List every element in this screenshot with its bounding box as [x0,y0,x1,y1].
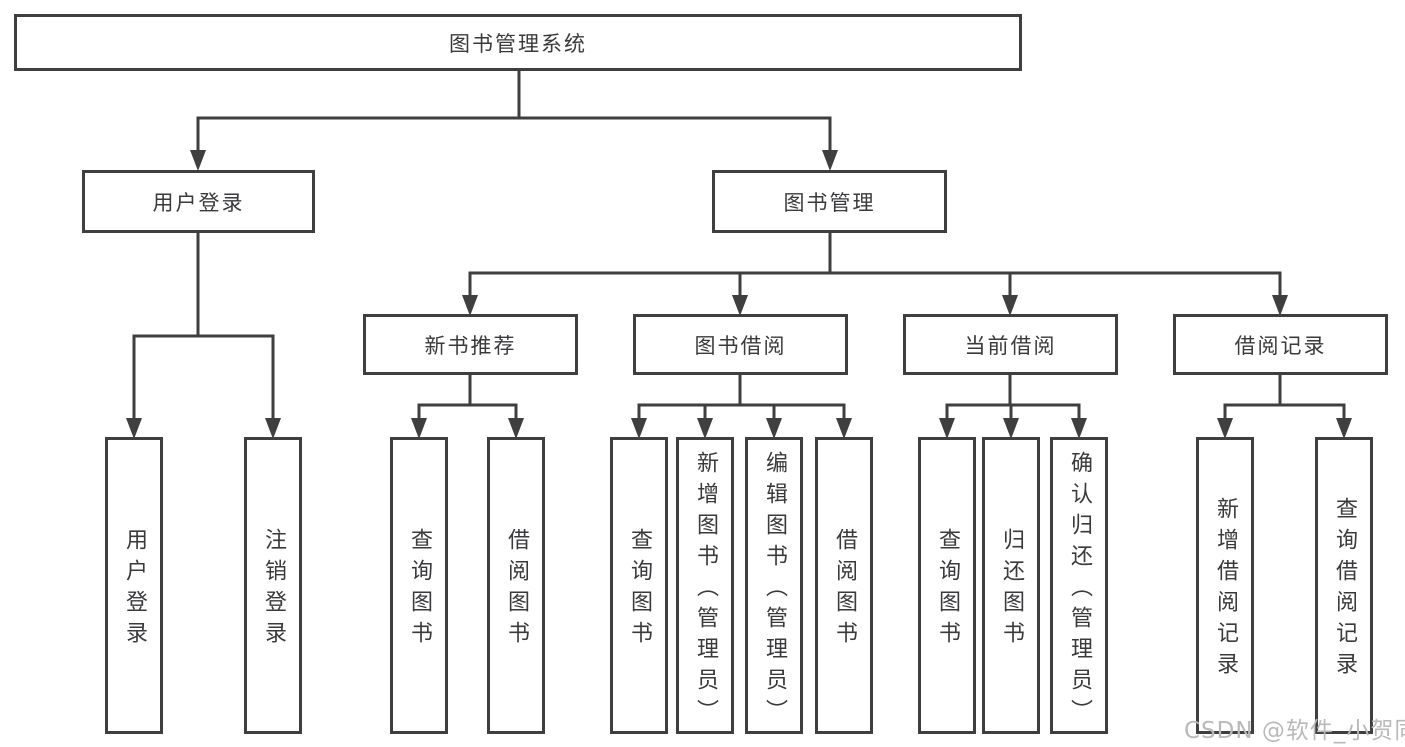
node-label: 图书管理系统 [449,31,587,56]
leaf-edit-book-admin: 编辑图书（管理员） [745,437,803,734]
leaf-logout: 注销登录 [244,437,302,734]
node-label: 用户登录 [122,528,147,652]
node-label: 新增图书（管理员） [693,450,718,730]
node-label: 新书推荐 [424,333,517,358]
node-book-borrowing: 图书借阅 [633,314,848,375]
leaf-add-book-admin: 新增图书（管理员） [676,437,734,734]
node-label: 用户登录 [152,190,245,215]
node-current-borrowing: 当前借阅 [903,314,1118,375]
leaf-query-borrow-record: 查询借阅记录 [1315,437,1373,734]
node-label: 当前借阅 [964,333,1057,358]
node-label: 图书管理 [783,190,876,215]
node-label: 注销登录 [261,528,286,652]
leaf-user-login: 用户登录 [105,437,163,734]
leaf-borrow-books-recommend: 借阅图书 [487,437,545,734]
csdn-watermark: CSDN @软件_小贺同学 [1184,718,1405,744]
node-label: 查询图书 [627,528,652,652]
node-label: 新增借阅记录 [1213,497,1238,683]
node-borrowing-records: 借阅记录 [1173,314,1388,375]
node-new-book-recommendation: 新书推荐 [363,314,578,375]
node-label: 确认归还（管理员） [1067,450,1092,730]
node-label: 查询借阅记录 [1332,497,1357,683]
node-label: 查询图书 [407,528,432,652]
node-label: 借阅图书 [504,528,529,652]
node-label: 图书借阅 [694,333,787,358]
leaf-query-books-borrow: 查询图书 [610,437,668,734]
node-label: 借阅图书 [832,528,857,652]
node-book-management: 图书管理 [712,170,947,233]
leaf-borrow-books: 借阅图书 [815,437,873,734]
connector-root-to-level2 [132,70,1346,421]
leaf-confirm-return-admin: 确认归还（管理员） [1050,437,1108,734]
leaf-add-borrow-record: 新增借阅记录 [1196,437,1254,734]
leaf-return-books: 归还图书 [982,437,1040,734]
node-library-management-system: 图书管理系统 [14,14,1022,71]
node-label: 查询图书 [935,528,960,652]
node-user-login: 用户登录 [82,170,315,233]
node-label: 借阅记录 [1234,333,1327,358]
leaf-query-books-current: 查询图书 [918,437,976,734]
leaf-query-books-recommend: 查询图书 [390,437,448,734]
node-label: 归还图书 [999,528,1024,652]
node-label: 编辑图书（管理员） [762,450,787,730]
